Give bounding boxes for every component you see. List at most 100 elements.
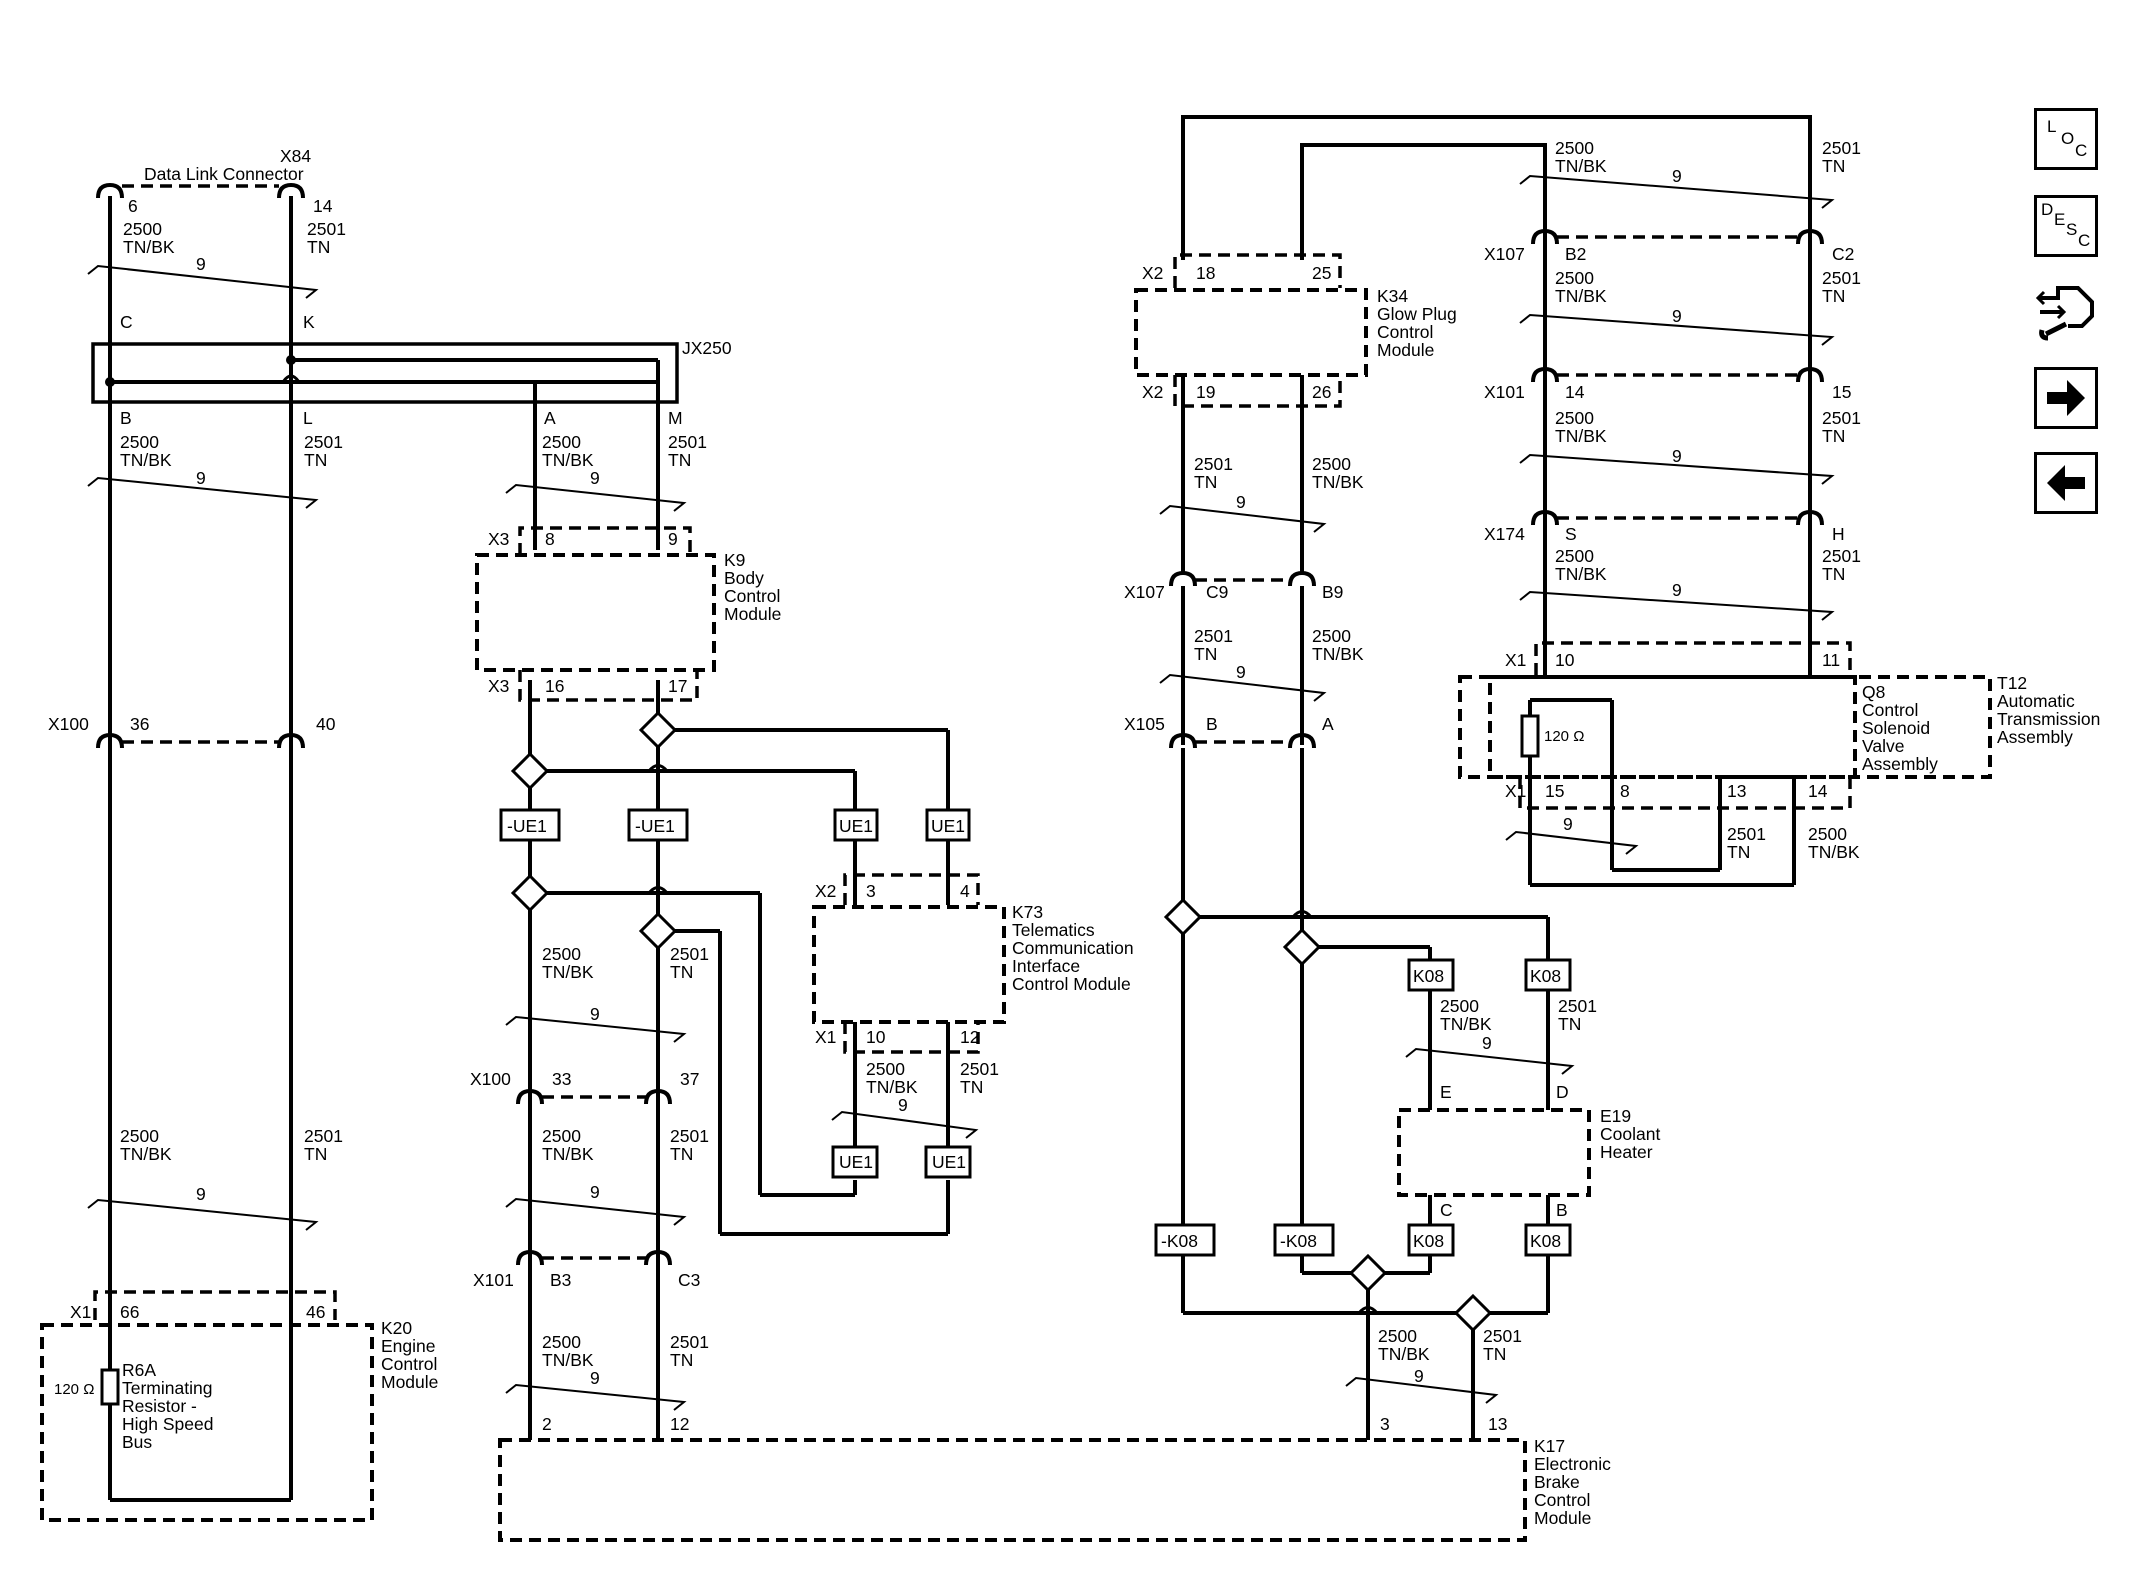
svg-text:2500: 2500: [1378, 1326, 1417, 1346]
k20-engine-control-module: X1 66 46 120 Ω R6A Terminating Resistor …: [40, 1290, 438, 1522]
svg-text:TN/BK: TN/BK: [1378, 1344, 1430, 1364]
svg-text:9: 9: [590, 1368, 600, 1388]
svg-text:9: 9: [1414, 1366, 1424, 1386]
x107-connector-right-b: X107 B2 C2: [1484, 228, 1854, 264]
x100-connector-left: X100 36 40: [48, 714, 336, 749]
opt-k08-c: [1407, 1223, 1455, 1257]
svg-text:Coolant: Coolant: [1600, 1124, 1660, 1144]
svg-text:10: 10: [1555, 650, 1575, 670]
svg-text:Valve: Valve: [1862, 736, 1904, 756]
k34-glow-plug-control-module: X2 18 25 X2 19 26 K34 Glow Plug Control …: [1134, 253, 1457, 408]
svg-text:9: 9: [668, 529, 678, 549]
svg-text:M: M: [668, 408, 683, 428]
svg-text:2500: 2500: [1312, 454, 1351, 474]
svg-text:B2: B2: [1565, 244, 1586, 264]
svg-text:TN/BK: TN/BK: [866, 1077, 918, 1097]
svg-text:33: 33: [552, 1069, 571, 1089]
svg-text:2500: 2500: [542, 944, 581, 964]
next-button[interactable]: [2034, 367, 2098, 429]
connector-wrench-button[interactable]: [2034, 282, 2098, 344]
svg-text:2501: 2501: [670, 944, 709, 964]
svg-text:46: 46: [306, 1302, 325, 1322]
svg-text:X101: X101: [1484, 382, 1525, 402]
svg-text:TN/BK: TN/BK: [542, 1144, 594, 1164]
x84-data-link-connector: X84 Data Link Connector 6 14: [96, 146, 333, 216]
svg-text:TN/BK: TN/BK: [1555, 156, 1607, 176]
opt-not-ue1-a: [499, 808, 561, 842]
svg-text:TN: TN: [1822, 286, 1845, 306]
svg-text:TN: TN: [668, 450, 691, 470]
x100-connector-mid: X100 33 37: [470, 1069, 699, 1105]
svg-text:TN: TN: [1194, 472, 1217, 492]
svg-text:Transmission: Transmission: [1997, 709, 2100, 729]
svg-text:X3: X3: [488, 529, 509, 549]
svg-text:14: 14: [1808, 781, 1828, 801]
svg-text:9: 9: [1672, 306, 1682, 326]
svg-text:Interface: Interface: [1012, 956, 1080, 976]
svg-text:C: C: [1440, 1200, 1453, 1220]
svg-text:9: 9: [590, 1004, 600, 1024]
svg-text:TN/BK: TN/BK: [123, 237, 175, 257]
svg-text:TN: TN: [304, 1144, 327, 1164]
svg-text:2501: 2501: [668, 432, 707, 452]
desc-letter-e: E: [2054, 210, 2066, 229]
svg-text:X174: X174: [1484, 524, 1525, 544]
svg-text:K73: K73: [1012, 902, 1043, 922]
svg-text:8: 8: [1620, 781, 1630, 801]
svg-text:R6A: R6A: [122, 1360, 156, 1380]
svg-text:2500: 2500: [542, 1332, 581, 1352]
svg-text:15: 15: [1832, 382, 1851, 402]
svg-text:Control: Control: [1377, 322, 1433, 342]
x101-connector-mid: X101 B3 C3: [473, 1249, 700, 1290]
loc-letter-l: L: [2047, 117, 2057, 136]
svg-text:16: 16: [545, 676, 564, 696]
svg-text:TN: TN: [670, 962, 693, 982]
svg-text:A: A: [544, 408, 556, 428]
svg-text:X2: X2: [1142, 263, 1163, 283]
previous-button[interactable]: [2034, 452, 2098, 514]
svg-text:9: 9: [1482, 1033, 1492, 1053]
svg-text:TN: TN: [1194, 644, 1217, 664]
svg-text:2500: 2500: [866, 1059, 905, 1079]
svg-text:UE1: UE1: [839, 1152, 873, 1172]
svg-text:17: 17: [668, 676, 687, 696]
svg-text:E19: E19: [1600, 1106, 1631, 1126]
k17-electronic-brake-control-module: 2 12 3 13 K17 Electronic Brake Control M…: [498, 1414, 1611, 1542]
svg-text:C3: C3: [678, 1270, 700, 1290]
svg-text:TN: TN: [307, 237, 330, 257]
k9-body-control-module: X3 8 9 X3 16 17 K9 Body Control Module: [475, 526, 781, 702]
opt-ue1-d: [924, 1145, 972, 1179]
desc-button[interactable]: D E S C: [2034, 195, 2098, 257]
svg-text:2500: 2500: [1808, 824, 1847, 844]
svg-text:-K08: -K08: [1280, 1231, 1317, 1251]
svg-text:9: 9: [196, 254, 206, 274]
svg-text:10: 10: [866, 1027, 886, 1047]
svg-text:H: H: [1832, 524, 1845, 544]
svg-text:X1: X1: [815, 1027, 836, 1047]
desc-letter-c: C: [2078, 231, 2091, 250]
svg-text:UE1: UE1: [839, 816, 873, 836]
desc-letter-s: S: [2066, 220, 2078, 239]
svg-text:TN/BK: TN/BK: [120, 450, 172, 470]
svg-text:TN: TN: [1822, 156, 1845, 176]
svg-text:TN/BK: TN/BK: [1808, 842, 1860, 862]
svg-text:K20: K20: [381, 1318, 412, 1338]
svg-text:X1: X1: [70, 1302, 91, 1322]
x84-name: Data Link Connector: [144, 164, 304, 184]
svg-text:40: 40: [316, 714, 336, 734]
r6a-value: 120 Ω: [54, 1381, 94, 1398]
svg-text:Telematics: Telematics: [1012, 920, 1095, 940]
svg-text:X3: X3: [488, 676, 509, 696]
svg-text:TN/BK: TN/BK: [1555, 426, 1607, 446]
svg-text:TN/BK: TN/BK: [120, 1144, 172, 1164]
svg-text:Q8: Q8: [1862, 682, 1885, 702]
svg-text:Assembly: Assembly: [1862, 754, 1938, 774]
svg-text:TN/BK: TN/BK: [1312, 644, 1364, 664]
jx250-ref: JX250: [682, 338, 732, 358]
svg-text:TN: TN: [1822, 564, 1845, 584]
loc-button[interactable]: L O C: [2034, 108, 2098, 170]
